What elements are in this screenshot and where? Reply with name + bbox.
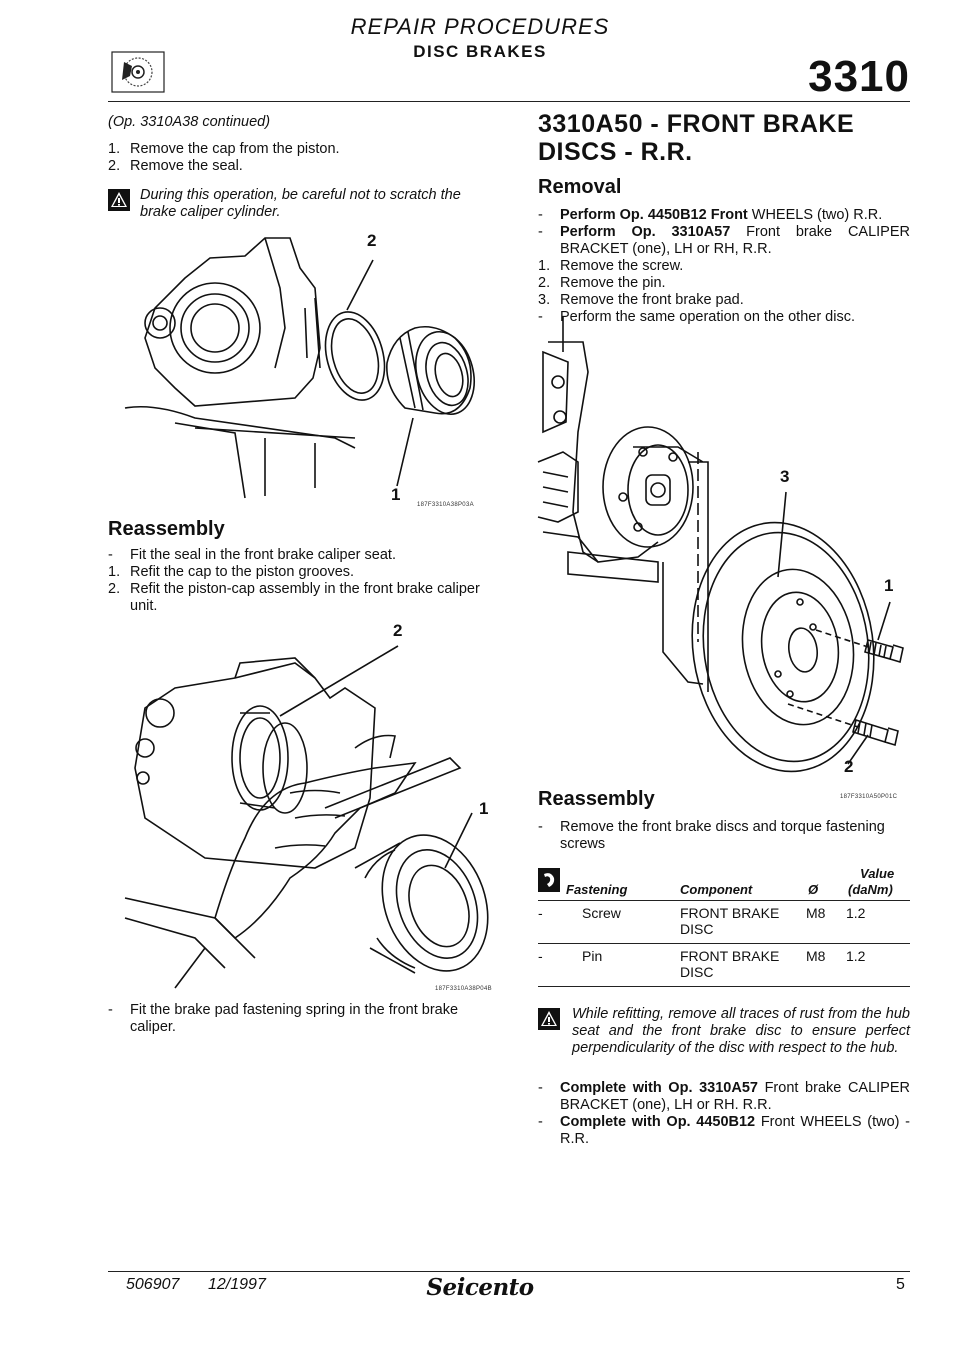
warning-icon bbox=[538, 1008, 560, 1030]
footer-rule bbox=[108, 1271, 910, 1272]
figure-label: 2 bbox=[393, 621, 403, 640]
removal-heading: Removal bbox=[538, 176, 622, 198]
section-title: DISCS - R.R. bbox=[538, 138, 693, 166]
list-item: 2.Remove the seal. bbox=[108, 158, 243, 174]
col-component: Component bbox=[680, 882, 753, 897]
col-value-unit: (daNm) bbox=[848, 882, 893, 897]
figure-disc-removal: 3 1 2 bbox=[537, 312, 918, 782]
removal-steps: 1.Remove the cap from the piston. 2.Remo… bbox=[108, 141, 490, 175]
col-value: Value bbox=[860, 866, 895, 881]
list-item: -Perform the same operation on the other… bbox=[538, 309, 855, 325]
list-item: 1.Remove the screw. bbox=[538, 258, 684, 274]
section-code: 3310 bbox=[808, 52, 910, 101]
list-item: -Fit the seal in the front brake caliper… bbox=[108, 547, 396, 563]
right-column: 3310A50 - FRONT BRAKE DISCS - R.R. Remov… bbox=[538, 110, 910, 326]
warning-note: During this operation, be careful not to… bbox=[108, 187, 490, 221]
header-rule bbox=[108, 101, 910, 102]
torque-table: Fastening Component Ø Value (daNm) - Scr… bbox=[538, 860, 910, 987]
footer-date: 12/1997 bbox=[208, 1276, 266, 1293]
figure-caption: 187F3310A50P01C bbox=[840, 794, 898, 800]
figure-label: 1 bbox=[884, 576, 894, 595]
page-number: 5 bbox=[896, 1276, 905, 1293]
list-item: -Fit the brake pad fastening spring in t… bbox=[108, 1002, 459, 1035]
table-header: Fastening Component Ø Value (daNm) bbox=[538, 860, 910, 900]
figure-caliper-disassembly: 2 1 187F3310A38P03A bbox=[115, 228, 500, 513]
list-item: 3.Remove the front brake pad. bbox=[538, 292, 744, 308]
left-reassembly: Reassembly -Fit the seal in the front br… bbox=[108, 518, 490, 615]
list-item: -Perform Op. 4450B12 Front WHEELS (two) … bbox=[538, 207, 883, 223]
continued-note: (Op. 3310A38 continued) bbox=[108, 114, 271, 130]
brake-disc-illustration bbox=[537, 317, 904, 773]
footer-brand-logo: Seicento bbox=[426, 1274, 534, 1301]
page-subtitle: DISC BRAKES bbox=[413, 42, 547, 61]
left-column: (Op. 3310A38 continued) 1.Remove the cap… bbox=[108, 114, 490, 221]
figure-label: 2 bbox=[367, 231, 377, 250]
removal-steps: -Perform Op. 4450B12 Front WHEELS (two) … bbox=[538, 207, 910, 326]
page-title: REPAIR PROCEDURES bbox=[350, 14, 610, 39]
caliper-seal-illustration bbox=[124, 237, 475, 499]
reassembly-heading: Reassembly bbox=[108, 518, 225, 540]
brake-disc-icon bbox=[108, 50, 168, 94]
complete-steps: -Complete with Op. 3310A57 Front brake C… bbox=[538, 1080, 910, 1148]
figure-label: 2 bbox=[844, 757, 854, 776]
piston-cap-illustration bbox=[124, 645, 489, 989]
figure-label: 1 bbox=[391, 485, 401, 504]
table-row: - Pin FRONT BRAKE DISC M8 1.2 bbox=[538, 943, 910, 986]
list-item: 2.Refit the piston-cap assembly in the f… bbox=[108, 581, 480, 614]
figure-label: 3 bbox=[780, 467, 790, 486]
right-reassembly: Reassembly 187F3310A50P01C -Remove the f… bbox=[538, 788, 910, 853]
list-item: -Perform Op. 3310A57 Front brake CALIPER… bbox=[538, 224, 910, 257]
figure-caliper-reassembly: 2 1 187F3310A38P04B bbox=[115, 618, 500, 998]
list-item: -Remove the front brake discs and torque… bbox=[538, 819, 885, 852]
list-item: 1.Remove the cap from the piston. bbox=[108, 141, 340, 157]
figure-caption: 187F3310A38P04B bbox=[435, 986, 492, 992]
list-item: -Complete with Op. 3310A57 Front brake C… bbox=[538, 1080, 910, 1113]
figure-caption: 187F3310A38P03A bbox=[417, 502, 474, 508]
figure-label: 1 bbox=[479, 799, 489, 818]
list-item: 1.Refit the cap to the piston grooves. bbox=[108, 564, 355, 580]
reassembly-heading: Reassembly bbox=[538, 788, 655, 810]
torque-wrench-icon bbox=[538, 868, 560, 892]
left-final-step: -Fit the brake pad fastening spring in t… bbox=[108, 1002, 490, 1036]
footer-doc-code: 506907 bbox=[126, 1276, 180, 1293]
col-diameter: Ø bbox=[808, 882, 819, 897]
table-row: - Screw FRONT BRAKE DISC M8 1.2 bbox=[538, 900, 910, 943]
list-item: 2.Remove the pin. bbox=[538, 275, 666, 291]
warning-icon bbox=[108, 189, 130, 211]
warning-note-refit: While refitting, remove all traces of ru… bbox=[538, 1006, 910, 1057]
section-title: 3310A50 - FRONT BRAKE bbox=[538, 110, 855, 138]
list-item: -Complete with Op. 4450B12 Front WHEELS … bbox=[538, 1114, 910, 1147]
col-fastening: Fastening bbox=[566, 882, 628, 897]
